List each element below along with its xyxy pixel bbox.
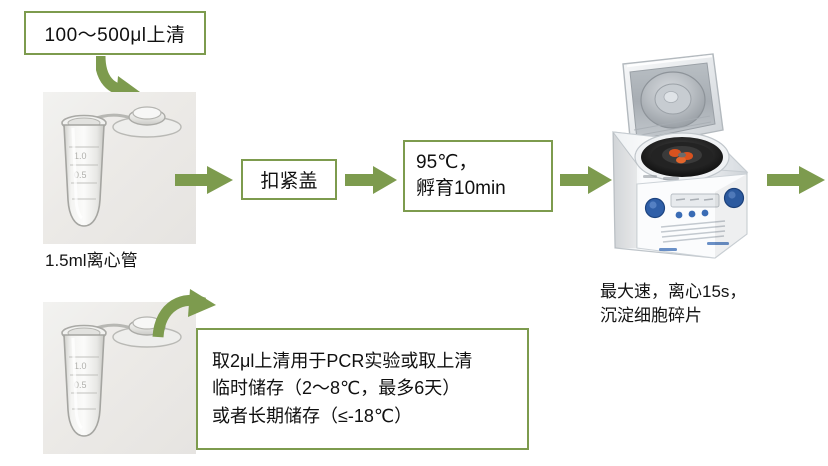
curved-arrow-up-right-icon: [150, 287, 222, 343]
arrow-right-2-icon: [345, 166, 397, 194]
box-close-cap[interactable]: 扣紧盖: [241, 159, 337, 200]
box-storage-note[interactable]: 取2μl上清用于PCR实验或取上清 临时储存（2～8℃，最多6天） 或者长期储存…: [196, 328, 529, 450]
caption-centrifuge-note: 最大速，离心15s， 沉淀细胞碎片: [600, 282, 747, 326]
box-incubate[interactable]: 95℃， 孵育10min: [403, 140, 553, 212]
image-tube-top: 1.0 0.5: [43, 92, 196, 244]
svg-text:1.0: 1.0: [74, 361, 87, 371]
arrow-right-4-icon: [767, 166, 825, 194]
svg-text:0.5: 0.5: [74, 170, 87, 180]
image-centrifuge: [597, 52, 755, 268]
image-tube-bottom: 1.0 0.5: [43, 302, 196, 454]
arrow-right-1-icon: [175, 166, 233, 194]
arrow-right-3-icon: [560, 166, 612, 194]
box-sample-volume[interactable]: 100～500μl上清: [24, 11, 206, 55]
tube-illustration: 1.0 0.5: [43, 92, 196, 244]
svg-text:1.0: 1.0: [74, 151, 87, 161]
svg-text:0.5: 0.5: [74, 380, 87, 390]
caption-tube-label: 1.5ml离心管: [45, 251, 138, 270]
